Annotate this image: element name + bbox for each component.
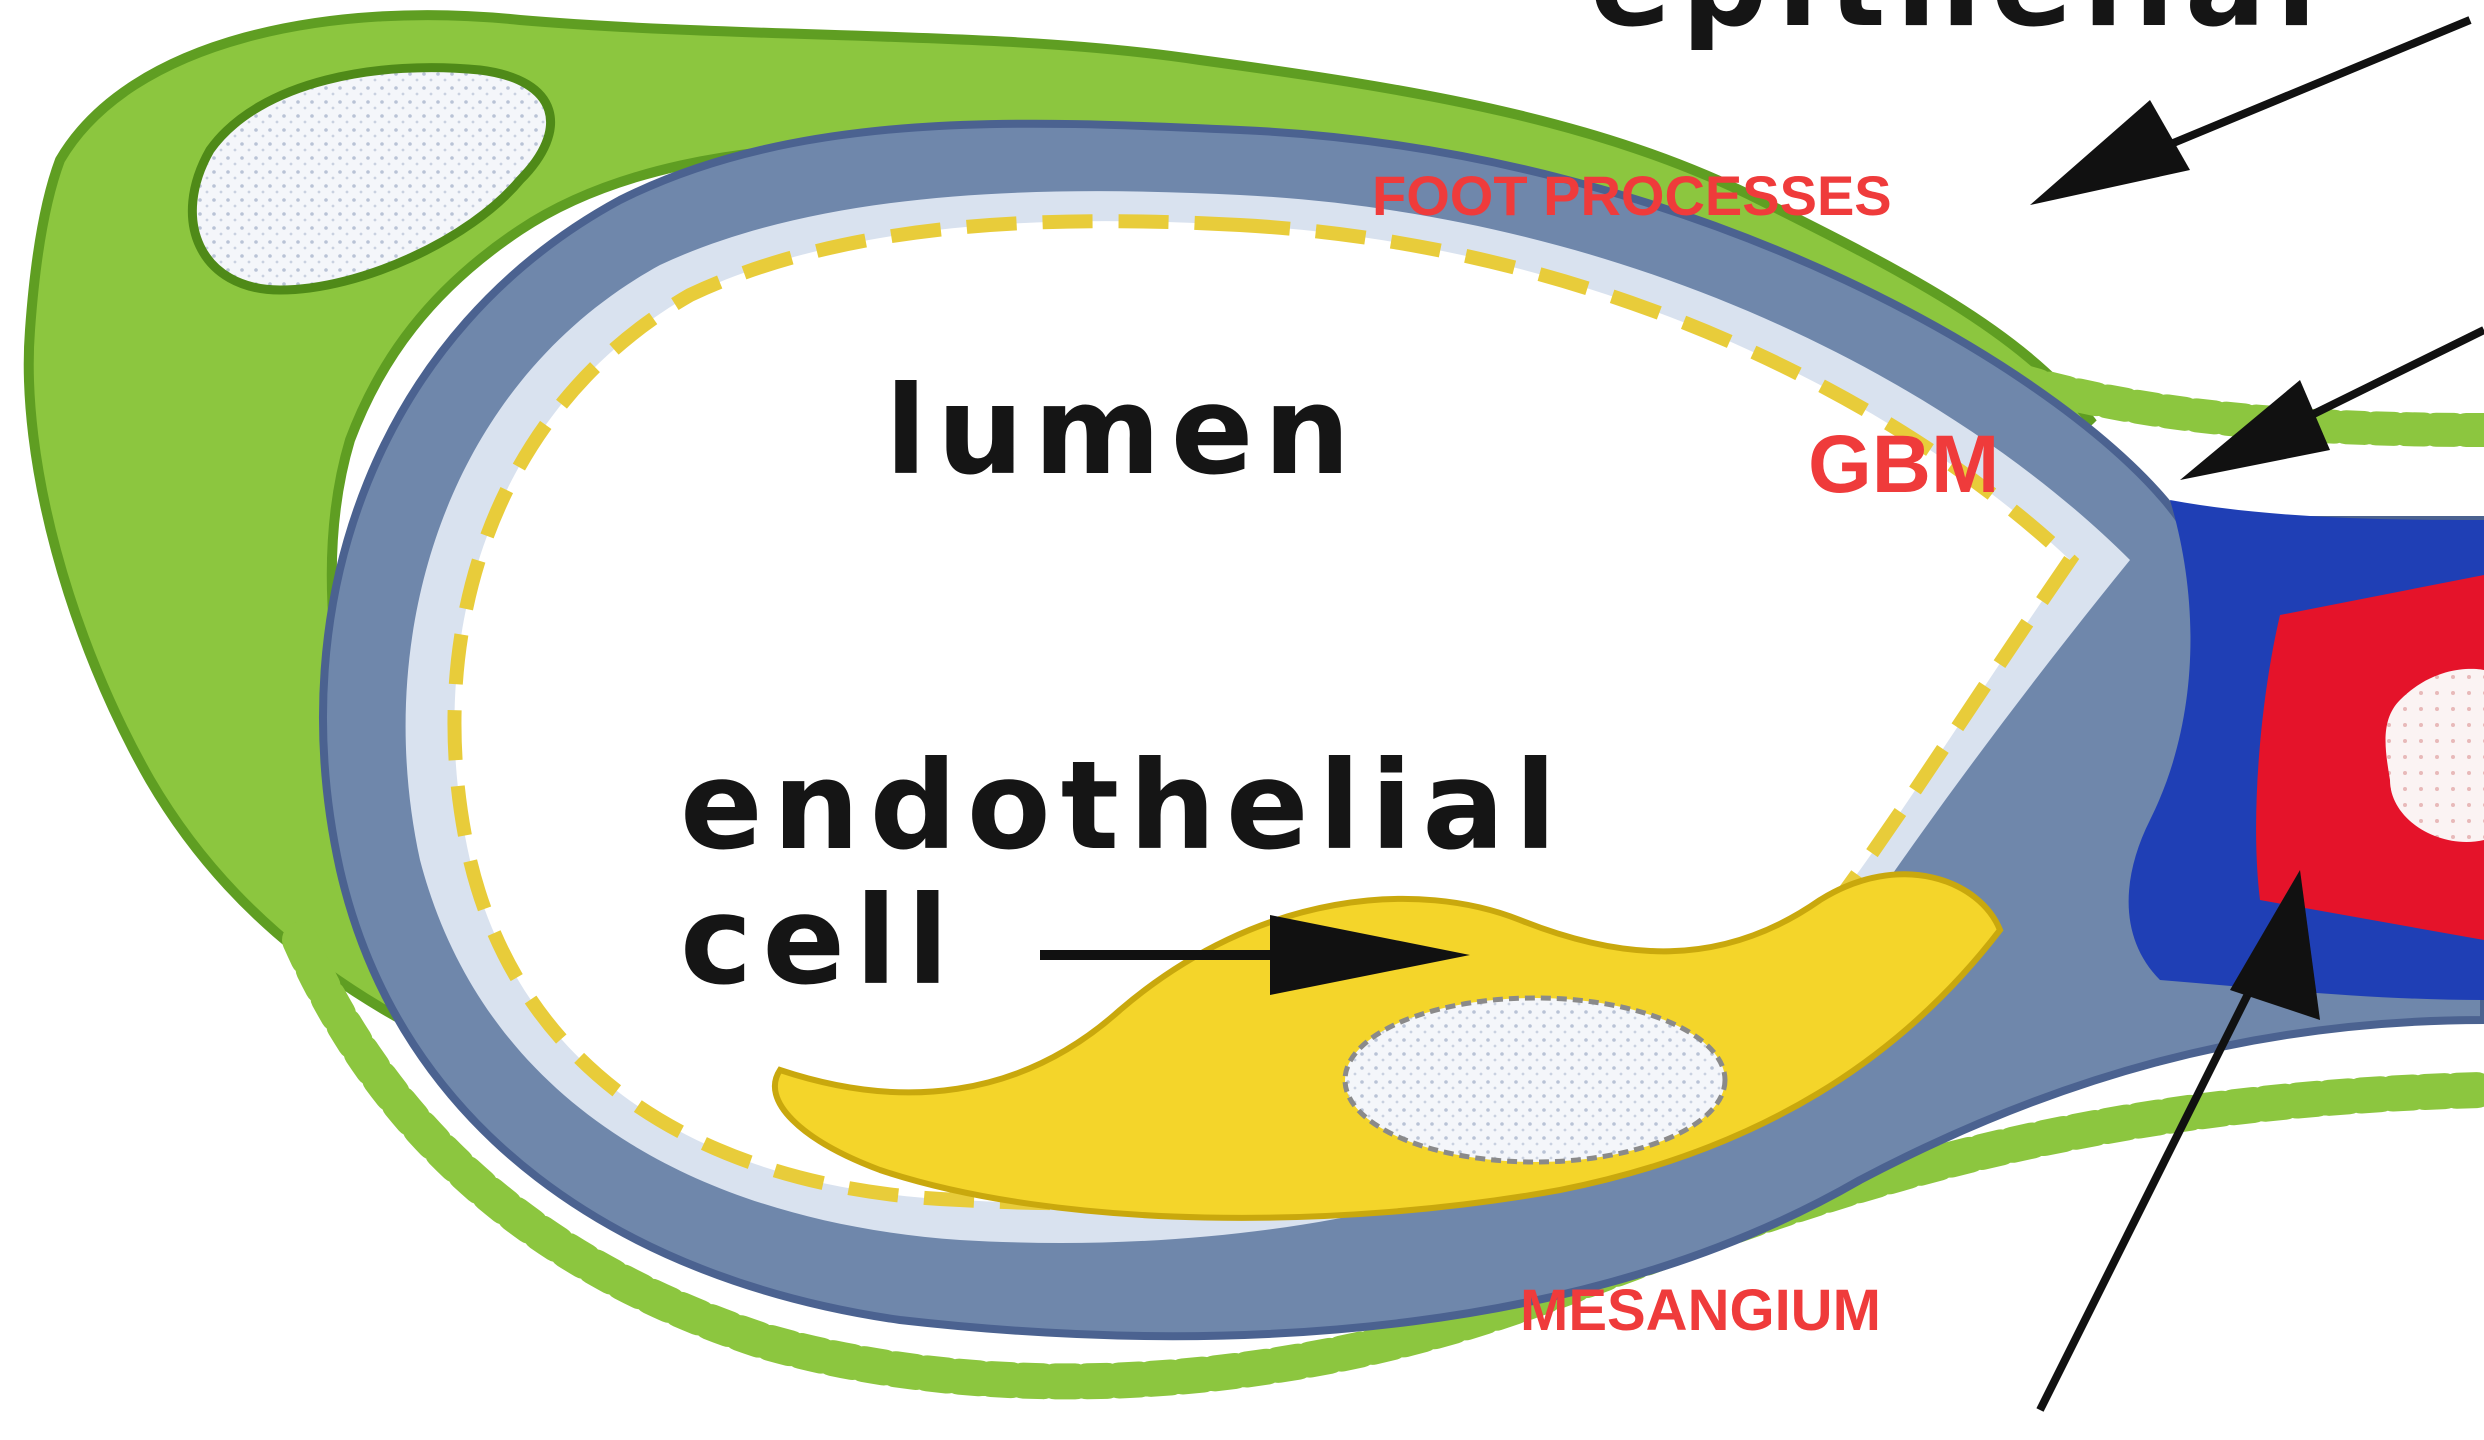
endothelial-cell-label-line2: cell	[680, 880, 959, 1002]
foot-processes-label: FOOT PROCESSES	[1372, 168, 1892, 224]
mesangium-label: MESANGIUM	[1520, 1282, 1881, 1340]
endothelial-nucleus	[1345, 998, 1725, 1162]
top-cropped-label: epithelial	[1590, 0, 2327, 45]
gbm-label: GBM	[1808, 424, 1999, 506]
lumen-label: lumen	[885, 370, 1360, 492]
arrow-foot-processes-head	[2030, 100, 2190, 205]
endothelial-cell-label-line1: endothelial	[680, 745, 1566, 867]
